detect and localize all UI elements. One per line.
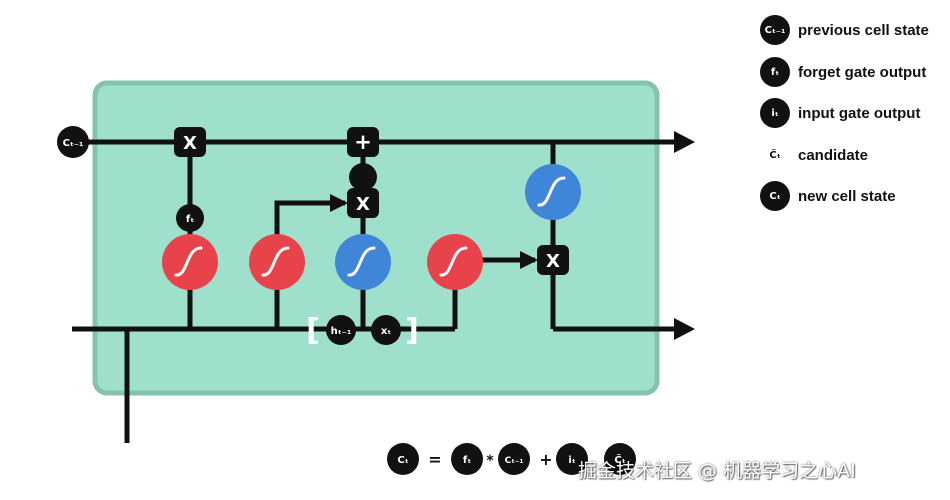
watermark: 掘金技术社区 @ 机器学习之心AI xyxy=(578,460,856,482)
formula-plus: + xyxy=(539,450,552,469)
legend-label: input gate output xyxy=(798,104,921,122)
cell-add-symbol: + xyxy=(354,130,372,154)
xt-node: xₜ xyxy=(371,315,401,345)
legend-symbol: C̃ₜ xyxy=(760,140,790,170)
output-multiply-symbol: X xyxy=(546,251,560,272)
legend-symbol: Cₜ₋₁ xyxy=(760,15,790,45)
legend-item-new-cell-state: Cₜ new cell state xyxy=(760,180,896,212)
formula-f: fₜ xyxy=(463,455,471,466)
input-multiply-op: X xyxy=(347,188,379,218)
cell-state-arrow xyxy=(674,131,695,153)
cell-tanh-gate xyxy=(525,164,581,220)
output-gate-arrow xyxy=(520,251,538,269)
formula-c-tilde: C̃ₜ xyxy=(614,453,625,466)
formula-c-prev: Cₜ₋₁ xyxy=(505,456,524,466)
concat-bracket-right: ] xyxy=(405,313,419,348)
concat-bracket-left: [ xyxy=(306,313,320,348)
input-sigmoid-gate xyxy=(249,234,305,290)
legend-label: previous cell state xyxy=(798,21,929,39)
c-prev-input-node: Cₜ₋₁ xyxy=(57,126,89,158)
legend-label: forget gate output xyxy=(798,63,927,81)
cell-add-op: + xyxy=(347,127,379,157)
input-gate-arrow xyxy=(330,194,348,212)
xt-label: xₜ xyxy=(381,326,391,337)
legend-label: candidate xyxy=(798,146,869,164)
forget-multiply-op: X xyxy=(174,127,206,157)
h-prev-label: hₜ₋₁ xyxy=(331,326,352,337)
cell-state-formula: Cₜ = fₜ * Cₜ₋₁ + iₜ C̃ₜ xyxy=(387,443,636,475)
formula-lhs: Cₜ xyxy=(397,455,408,466)
legend-item-previous-cell-state: Cₜ₋₁ previous cell state xyxy=(760,14,929,46)
h-prev-node: hₜ₋₁ xyxy=(326,315,356,345)
forget-sigmoid-gate xyxy=(162,234,218,290)
c-prev-input-label: Cₜ₋₁ xyxy=(63,138,84,149)
legend-item-input-gate-output: iₜ input gate output xyxy=(760,97,920,129)
ft-node: fₜ xyxy=(176,204,204,232)
ft-node-label: fₜ xyxy=(186,214,194,225)
input-multiply-symbol: X xyxy=(356,194,370,215)
legend-item-forget-gate-output: fₜ forget gate output xyxy=(760,56,926,88)
formula-times: * xyxy=(486,453,494,469)
formula-i: iₜ xyxy=(568,455,575,466)
forget-multiply-symbol: X xyxy=(183,133,197,154)
legend-symbol: iₜ xyxy=(760,98,790,128)
output-multiply-op: X xyxy=(537,245,569,275)
output-sigmoid-gate xyxy=(427,234,483,290)
legend-symbol: Cₜ xyxy=(760,181,790,211)
legend-item-candidate: C̃ₜ candidate xyxy=(760,139,868,171)
hidden-output-arrow xyxy=(674,318,695,340)
formula-equals: = xyxy=(428,450,441,469)
legend-symbol: fₜ xyxy=(760,57,790,87)
input-candidate-junction xyxy=(349,163,377,191)
candidate-tanh-gate xyxy=(335,234,391,290)
legend-label: new cell state xyxy=(798,187,896,205)
